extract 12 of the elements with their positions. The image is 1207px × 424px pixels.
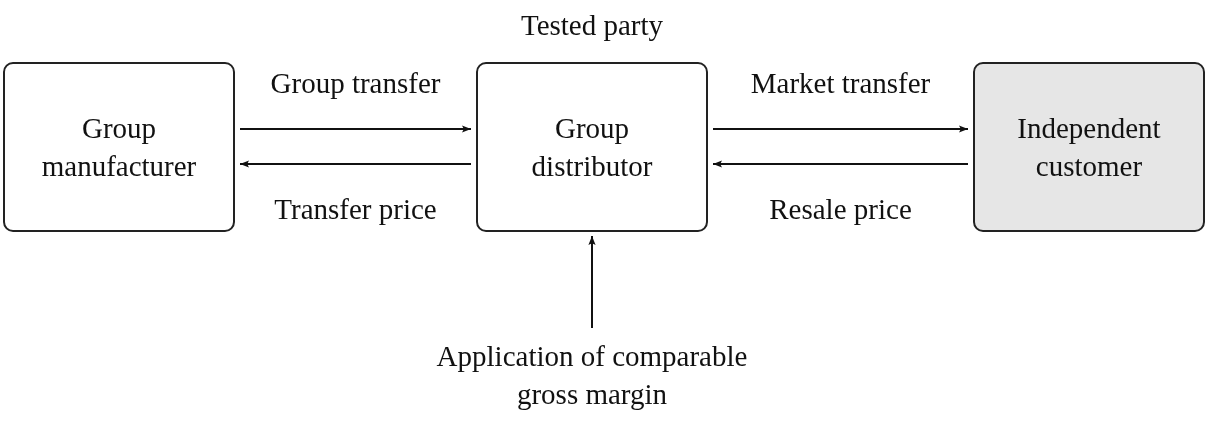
arrow [588, 235, 596, 329]
note-text: Application of comparable gross margin [412, 334, 772, 416]
arrow [239, 125, 472, 133]
process-box [973, 62, 1205, 232]
box-label: Group manufacturer [40, 111, 198, 184]
process-box [3, 62, 235, 232]
box-label: Independent customer [1016, 111, 1162, 184]
heading-text: Tested party [519, 8, 665, 43]
arrow [712, 160, 969, 168]
arrow [239, 160, 472, 168]
box-label: Group distributor [530, 111, 654, 184]
arrow [712, 125, 969, 133]
